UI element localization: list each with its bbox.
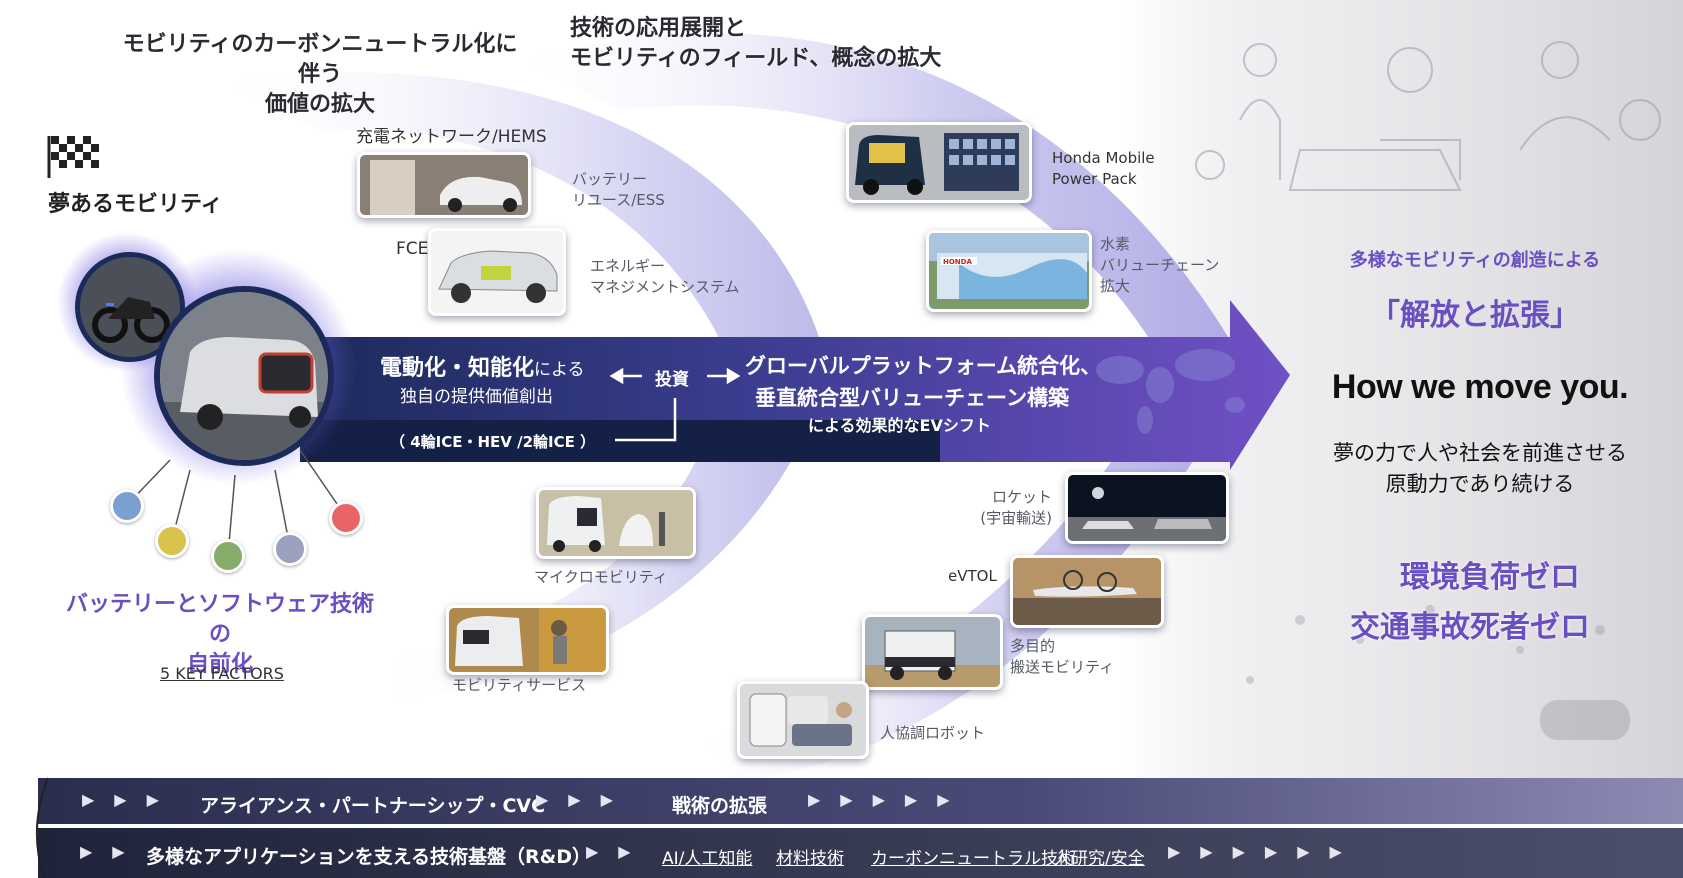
zero-accident-text: 交通事故死者ゼロ: [1350, 610, 1590, 645]
charging-network-label: 充電ネットワーク/HEMS: [356, 127, 547, 147]
power-pack-label: Honda Mobile Power Pack: [1052, 149, 1155, 188]
power-pack-photo: [846, 122, 1032, 203]
checkered-flag-icon: [46, 134, 102, 184]
chevron-right-icon: ▶▶▶: [82, 790, 179, 809]
tech-carbon-neutral-link[interactable]: カーボンニュートラル技術: [871, 849, 1075, 869]
charging-network-photo: [357, 152, 531, 218]
electrification-main: 電動化・知能化: [380, 356, 535, 381]
evtol-label: eVTOL: [948, 567, 997, 585]
chevron-right-icon: ▶▶: [586, 842, 651, 861]
invest-label: 投資: [655, 370, 689, 390]
alliance-label: アライアンス・パートナーシップ・CVC: [200, 795, 546, 817]
tech-foundation-label: 多様なアプリケーションを支える技術基盤（R&D）: [146, 846, 592, 868]
tech-ai-link[interactable]: AI/人工知能: [662, 849, 753, 869]
diverse-mobility-text: 多様なモビリティの創造による: [1349, 250, 1601, 271]
multi-transport-label: 多目的 搬送モビリティ: [1010, 637, 1115, 676]
energy-mgmt-label: エネルギー マネジメントシステム: [590, 257, 740, 296]
chevron-right-icon: ▶▶▶: [536, 790, 633, 809]
multi-transport-photo: [862, 614, 1003, 690]
robot-photo: [737, 681, 869, 759]
chevron-right-icon: ▶▶▶▶▶▶: [1168, 842, 1362, 861]
dream-mobility-label: 夢あるモビリティ: [48, 192, 223, 217]
battery-software-label: バッテリーとソフトウェア技術の 自前化: [65, 592, 374, 677]
ice-label: （ 4輪ICE・HEV /2輪ICE ）: [390, 433, 596, 451]
global-platform-line1: グローバルプラットフォーム統合化、: [745, 354, 1102, 378]
electrification-title: 電動化・知能化による: [380, 350, 585, 382]
factor-node-1: [110, 489, 144, 523]
how-we-move-you: How we move you.: [1331, 368, 1629, 406]
hydrogen-photo: HONDA: [926, 230, 1092, 312]
global-platform-line2: 垂直統合型バリューチェーン構築: [755, 386, 1069, 410]
svg-text:HONDA: HONDA: [943, 258, 972, 266]
ev-car-photo: [154, 286, 334, 466]
chevron-right-icon: ▶▶: [80, 842, 145, 861]
tech-materials-link[interactable]: 材料技術: [776, 849, 844, 869]
tech-human-safety-link[interactable]: 人研究/安全: [1054, 849, 1145, 869]
micro-mobility-label: マイクロモビリティ: [534, 568, 668, 586]
battery-reuse-label: バッテリー リユース/ESS: [572, 170, 665, 209]
rocket-photo: [1065, 472, 1229, 544]
dream-power-text: 夢の力で人や社会を前進させる 原動力であり続ける: [1333, 441, 1627, 496]
factor-node-2: [155, 524, 189, 558]
electrification-suffix: による: [534, 360, 585, 380]
factor-node-4: [273, 532, 307, 566]
robot-label: 人協調ロボット: [880, 724, 986, 742]
tech-expand-heading: 技術の応用展開と モビリティのフィールド、概念の拡大: [570, 16, 942, 71]
micro-mobility-photo: [536, 487, 696, 559]
liberation-text: 「解放と拡張」: [1370, 298, 1580, 333]
world-map-icon: [1096, 349, 1245, 434]
mobility-service-photo: [446, 605, 609, 675]
hydrogen-label: 水素 バリューチェーン 拡大: [1100, 235, 1220, 295]
rocket-label: ロケット (宇宙輸送): [980, 488, 1052, 527]
electrification-sub: 独自の提供価値創出: [400, 387, 553, 407]
mobility-service-label: モビリティサービス: [452, 676, 587, 694]
five-key-factors-link[interactable]: 5 KEY FACTORS: [160, 664, 284, 683]
factor-node-3: [211, 539, 245, 573]
carbon-value-heading: モビリティのカーボンニュートラル化に伴う 価値の拡大: [122, 32, 518, 117]
zero-environment-text: 環境負荷ゼロ: [1400, 560, 1580, 595]
evtol-photo: [1010, 555, 1164, 628]
global-platform-line3: による効果的なEVシフト: [808, 416, 991, 435]
factor-node-5: [329, 501, 363, 535]
tactics-expansion-label: 戦術の拡張: [672, 795, 768, 817]
fcev-photo: [428, 228, 566, 316]
chevron-right-icon: ▶▶▶▶▶: [808, 790, 970, 809]
